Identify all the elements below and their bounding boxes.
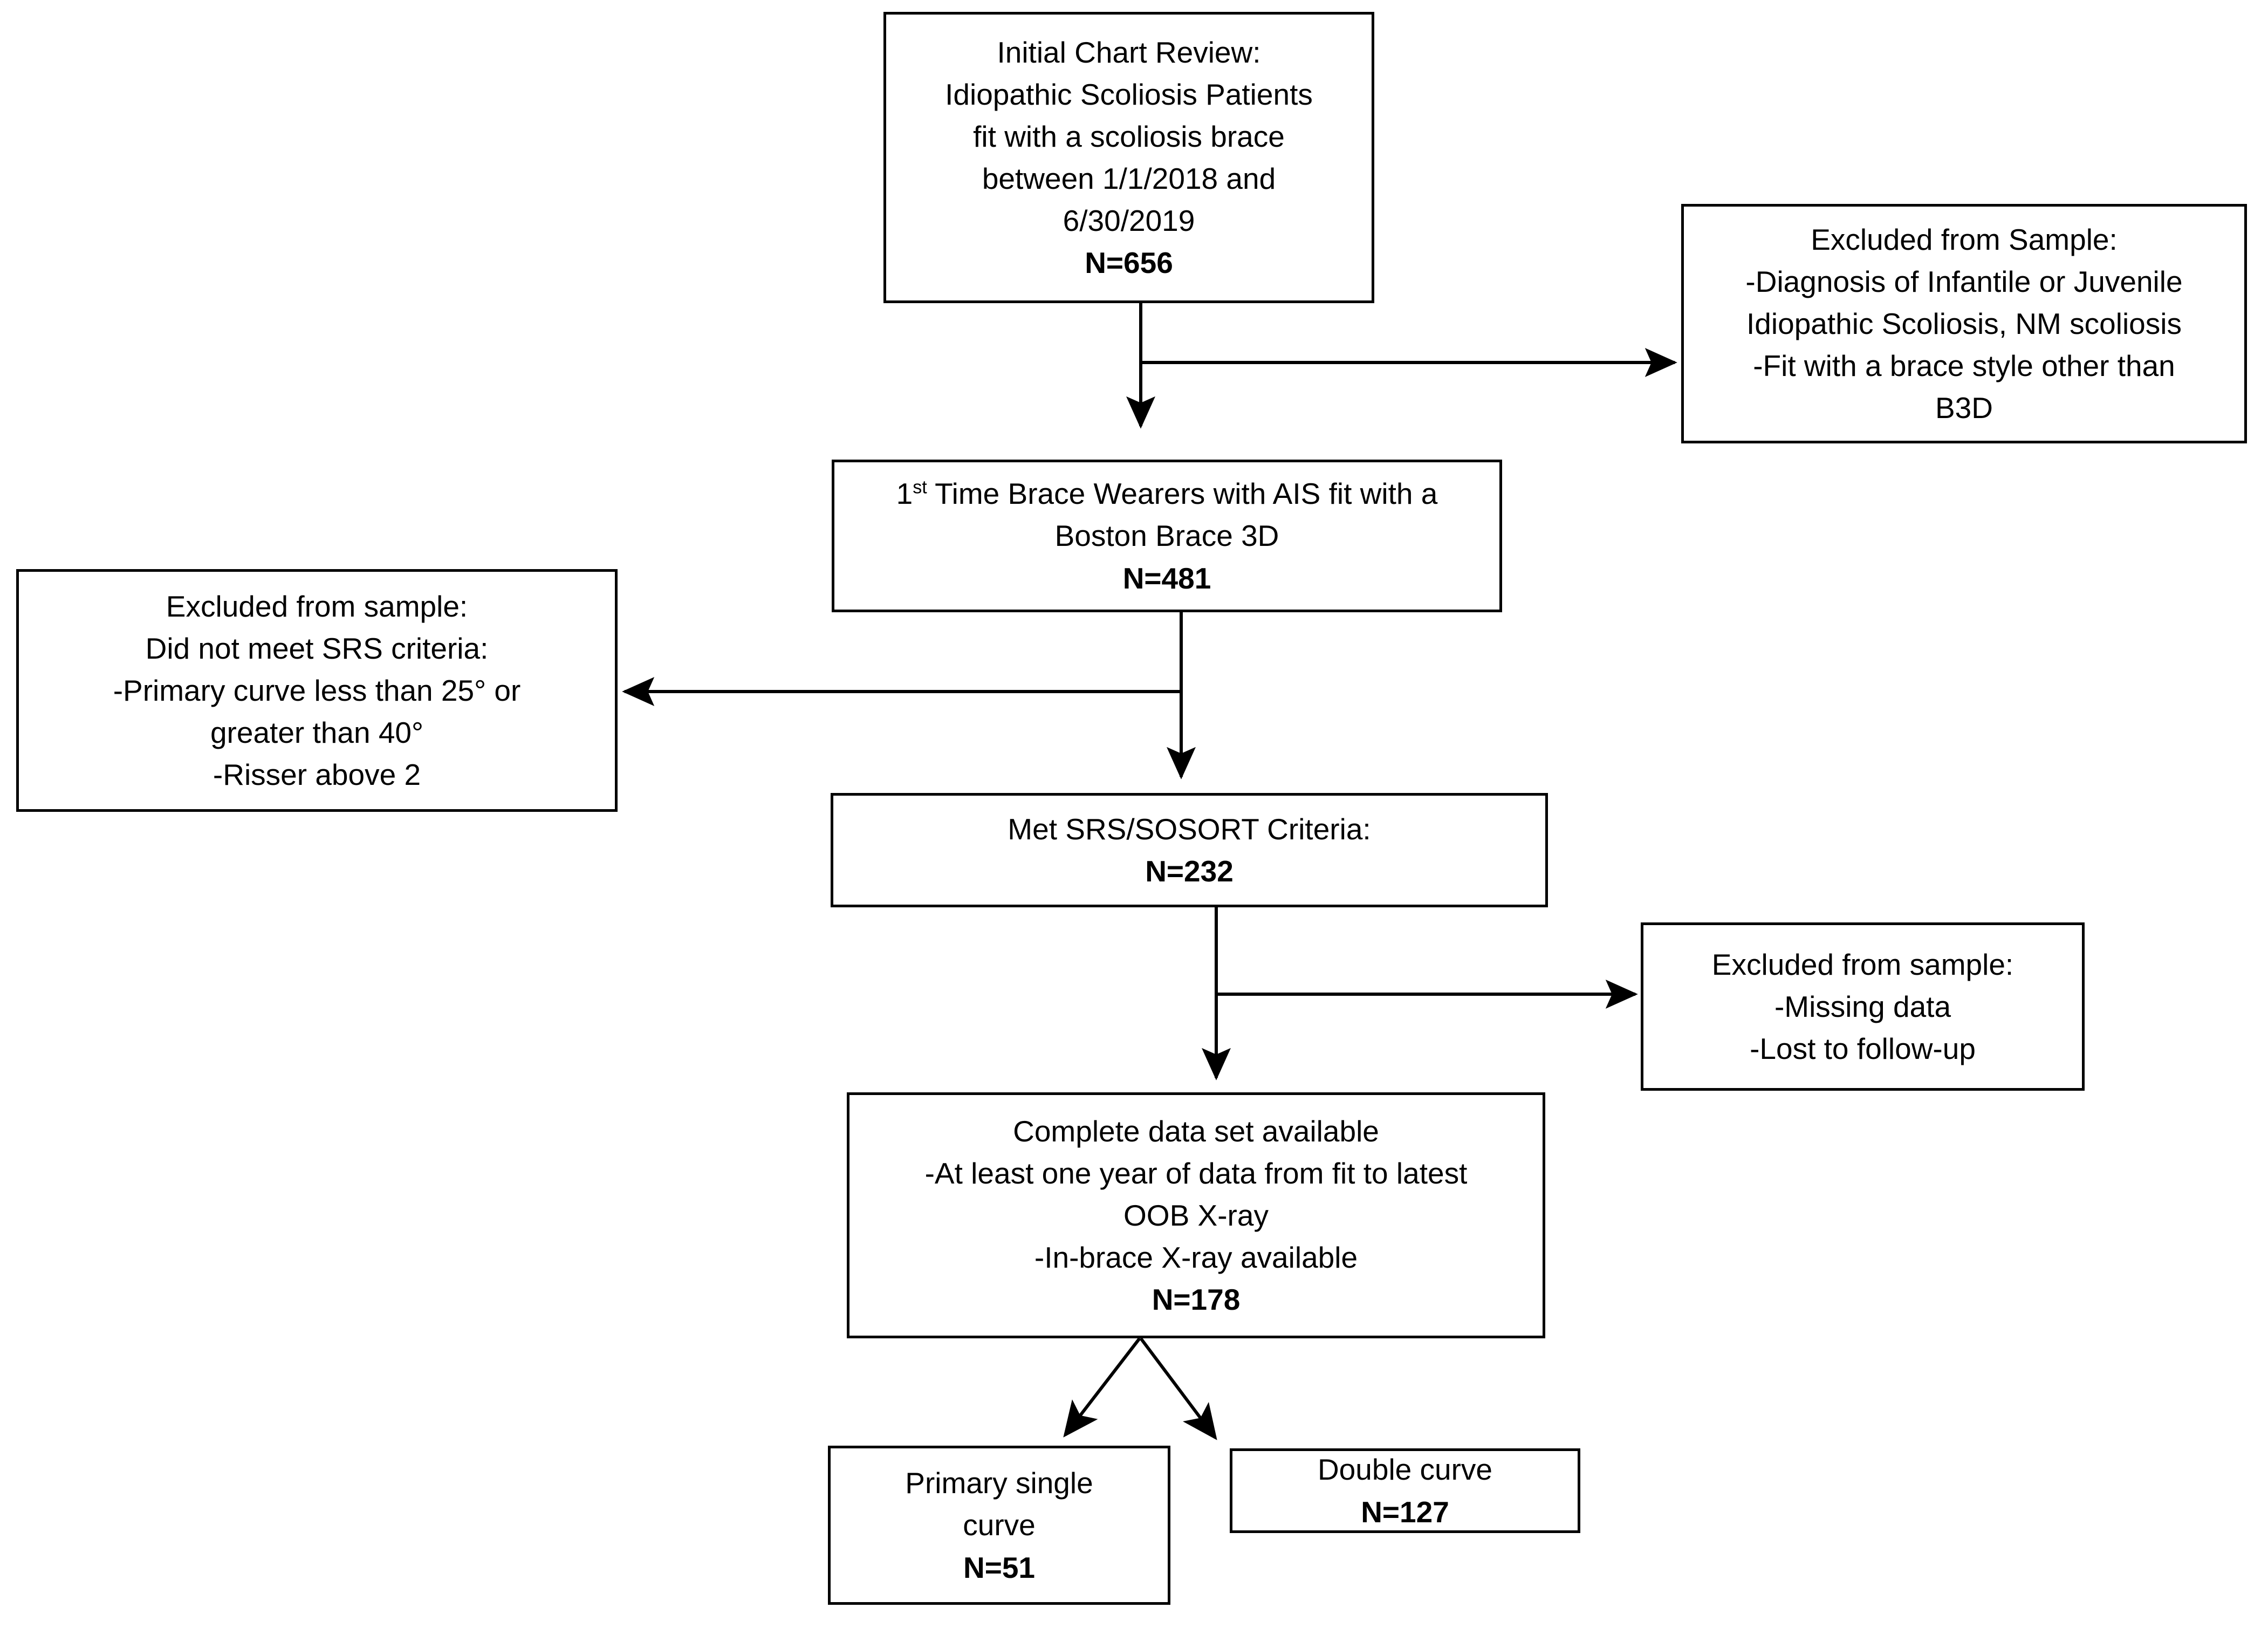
- excluded-top-line2: -Diagnosis of Infantile or Juvenile: [1745, 264, 2183, 298]
- edge-complete-to-double-curve: [1139, 1337, 1217, 1440]
- excluded-right-line1: Excluded from sample:: [1711, 947, 2014, 981]
- initial-chart-review-line5: 6/30/2019: [1063, 204, 1195, 238]
- first-time-brace-line2: Boston Brace 3D: [1054, 519, 1279, 553]
- initial-chart-review-line3: fit with a scoliosis brace: [973, 119, 1285, 153]
- first-time-brace-line1-post: Time Brace Wearers with AIS fit with a: [927, 477, 1438, 511]
- edge-complete-to-primary-single: [1063, 1337, 1141, 1438]
- excluded-left-line1: Excluded from sample:: [166, 589, 468, 623]
- first-time-brace-count: N=481: [1122, 561, 1211, 595]
- complete-data-line2: -At least one year of data from fit to l…: [924, 1156, 1468, 1190]
- node-first-time-brace-wearers: 1st Time Brace Wearers with AIS fit with…: [832, 460, 1502, 612]
- complete-data-count: N=178: [1152, 1283, 1241, 1317]
- met-criteria-line1: Met SRS/SOSORT Criteria:: [1008, 812, 1371, 846]
- excluded-top-line4: -Fit with a brace style other than: [1753, 349, 2175, 383]
- node-excluded-from-sample-right: Excluded from sample: -Missing data -Los…: [1641, 922, 2085, 1091]
- complete-data-line1: Complete data set available: [1013, 1114, 1379, 1148]
- met-criteria-count: N=232: [1145, 854, 1234, 888]
- node-met-srs-sosort-criteria: Met SRS/SOSORT Criteria: N=232: [831, 793, 1548, 907]
- double-curve-line1: Double curve: [1317, 1453, 1493, 1487]
- node-primary-single-curve: Primary single curve N=51: [828, 1446, 1170, 1605]
- double-curve-count: N=127: [1361, 1495, 1449, 1529]
- excluded-left-line3: -Primary curve less than 25° or: [113, 673, 521, 707]
- excluded-right-line2: -Missing data: [1774, 989, 1951, 1023]
- primary-single-curve-count: N=51: [963, 1550, 1035, 1584]
- complete-data-line4: -In-brace X-ray available: [1034, 1241, 1358, 1275]
- excluded-top-line5: B3D: [1935, 391, 1993, 425]
- first-time-brace-line1: 1st Time Brace Wearers with AIS fit with…: [896, 473, 1438, 515]
- primary-single-curve-line2: curve: [963, 1508, 1036, 1542]
- excluded-left-line5: -Risser above 2: [213, 758, 421, 792]
- excluded-top-line1: Excluded from Sample:: [1811, 222, 2118, 256]
- initial-chart-review-line1: Initial Chart Review:: [997, 35, 1261, 69]
- excluded-right-line3: -Lost to follow-up: [1750, 1032, 1976, 1066]
- excluded-top-line3: Idiopathic Scoliosis, NM scoliosis: [1746, 306, 2182, 340]
- node-double-curve: Double curve N=127: [1230, 1448, 1580, 1533]
- complete-data-line3: OOB X-ray: [1123, 1198, 1269, 1232]
- initial-chart-review-line4: between 1/1/2018 and: [982, 162, 1276, 195]
- initial-chart-review-count: N=656: [1085, 246, 1173, 280]
- node-complete-data-set: Complete data set available -At least on…: [847, 1092, 1545, 1338]
- first-time-brace-line1-pre: 1: [896, 477, 913, 511]
- excluded-left-line4: greater than 40°: [210, 716, 424, 750]
- node-initial-chart-review: Initial Chart Review: Idiopathic Scolios…: [883, 12, 1374, 303]
- node-excluded-from-sample-left: Excluded from sample: Did not meet SRS c…: [16, 569, 618, 812]
- node-excluded-from-sample-top: Excluded from Sample: -Diagnosis of Infa…: [1681, 204, 2247, 443]
- first-time-brace-line1-superscript: st: [913, 477, 927, 498]
- excluded-left-line2: Did not meet SRS criteria:: [145, 631, 489, 665]
- initial-chart-review-line2: Idiopathic Scoliosis Patients: [945, 77, 1313, 111]
- primary-single-curve-line1: Primary single: [905, 1466, 1093, 1500]
